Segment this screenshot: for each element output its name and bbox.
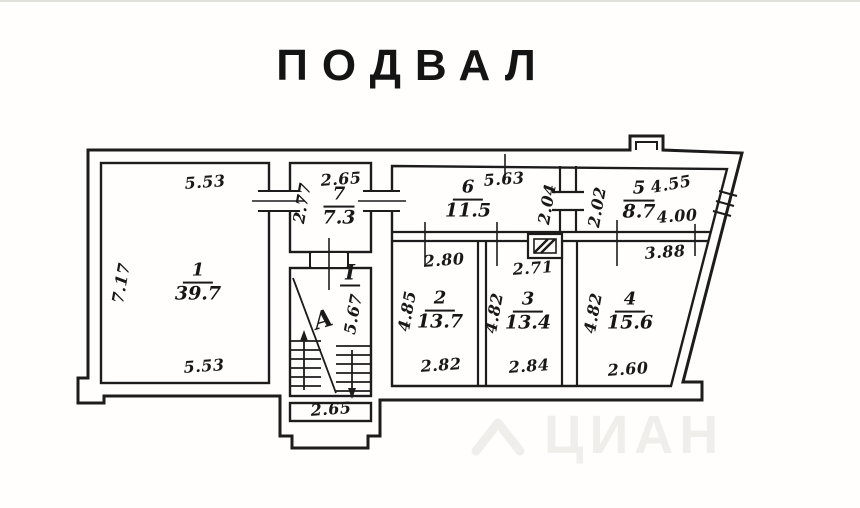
wall-rooms-2-3 — [476, 241, 488, 386]
window-slant-wall — [712, 190, 738, 217]
room-3-area: 13.4 — [504, 311, 552, 334]
room-1-label: 1 39.7 — [174, 261, 222, 305]
vent-duct — [526, 232, 564, 260]
outer-wall — [76, 134, 744, 450]
opening-room1-room7 — [252, 190, 305, 212]
wall-rooms-6-5 — [552, 166, 584, 232]
stairwell-number: I — [340, 260, 360, 287]
stairwell-dim-bottom: 2.65 — [309, 398, 353, 420]
room-3-dim-bottom: 2.84 — [507, 355, 551, 377]
room-5-label: 5 8.7 — [622, 179, 656, 223]
room-2-dim-top: 2.80 — [422, 249, 466, 271]
opening-room7-stair — [309, 238, 349, 290]
room-4-number: 4 — [614, 290, 646, 313]
room-2-label: 2 13.7 — [416, 289, 464, 333]
room-1-walls — [99, 161, 271, 385]
stair-down-arrow-icon — [348, 350, 356, 399]
room-6-number: 6 — [452, 178, 484, 201]
room-5-number: 5 — [623, 179, 655, 202]
right-section-walls — [390, 164, 729, 388]
staircase — [291, 277, 371, 394]
room-3-dim-top: 2.71 — [511, 257, 555, 279]
room-2-number: 2 — [424, 289, 456, 312]
scan-edge-artifact — [0, 0, 860, 2]
room-7-label: 7 7.3 — [322, 185, 356, 229]
room-4-dim-top: 3.88 — [643, 241, 687, 263]
room-5-dim-bottom: 4.00 — [655, 205, 699, 227]
room-7-area: 7.3 — [322, 206, 356, 229]
room-1-dim-bottom: 5.53 — [182, 355, 226, 377]
chimney-inner-line — [635, 141, 658, 150]
room-6-label: 6 11.5 — [444, 178, 492, 222]
room-5-area: 8.7 — [622, 200, 656, 223]
page-title: ПОДВАЛ — [276, 41, 550, 90]
room-4-area: 15.6 — [606, 311, 654, 334]
room-4-label: 4 15.6 — [606, 290, 654, 334]
room-4-dim-bottom: 2.60 — [606, 358, 650, 380]
room-3-number: 3 — [512, 290, 544, 313]
room-2-area: 13.7 — [416, 310, 464, 333]
room-1-area: 39.7 — [174, 282, 222, 305]
room-1-number: 1 — [182, 261, 214, 284]
wall-rooms-3-4 — [560, 241, 579, 386]
room-2-dim-bottom: 2.82 — [419, 354, 463, 376]
dimension-ticks — [424, 154, 696, 266]
stair-up-arrow-icon — [300, 330, 308, 390]
opening-room7-room6 — [358, 190, 406, 212]
room-7-number: 7 — [323, 185, 355, 208]
vestibule-walls — [288, 401, 373, 423]
room-3-label: 3 13.4 — [504, 290, 552, 334]
room-6-area: 11.5 — [444, 199, 492, 222]
room-1-dim-top: 5.53 — [183, 171, 227, 193]
